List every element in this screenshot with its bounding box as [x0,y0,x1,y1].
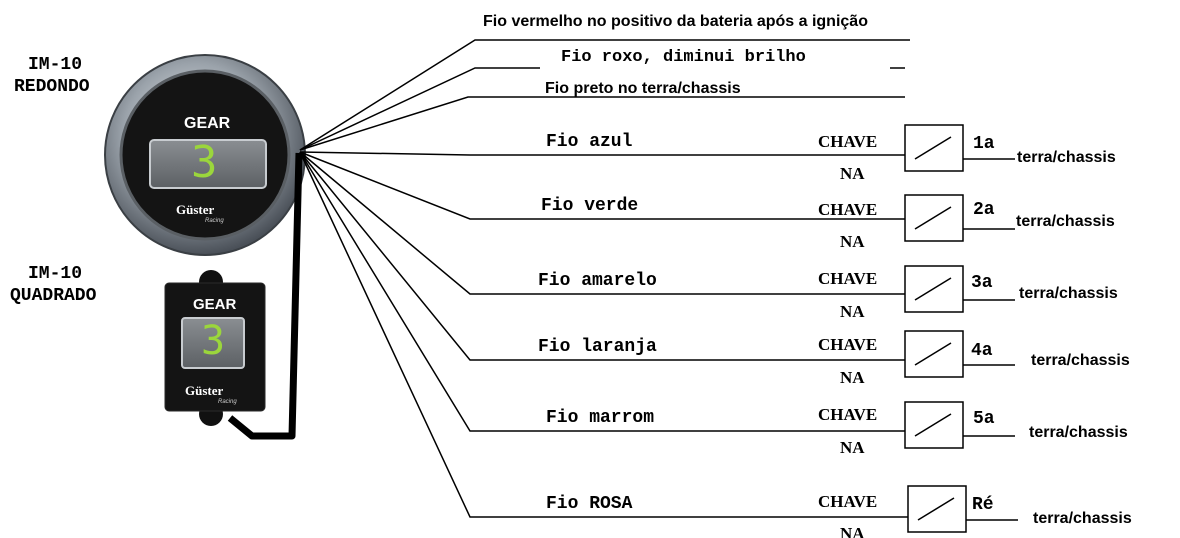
wire-label-gear-6: Fio ROSA [546,494,633,514]
switch-type-gear-4: NA [840,368,865,387]
ground-label-gear-5: terra/chassis [1029,424,1128,441]
square-gauge-brand-logo: Güster [185,383,224,398]
switch-label-gear-6: CHAVE [818,492,878,511]
round-gauge [104,54,306,256]
ground-label-gear-1: terra/chassis [1017,149,1116,166]
square-gauge-digit: 3 [201,318,226,364]
switch-contact-gear-1 [914,136,952,160]
switch-type-gear-5: NA [840,438,865,457]
switch-label-gear-2: CHAVE [818,200,878,219]
gear-label-gear-3: 3a [971,273,993,293]
wire-gear-2 [299,151,905,220]
wire-label-purple: Fio roxo, diminui brilho [561,48,806,67]
round-gauge-sub-brand: Racing [205,218,224,224]
switch-label-gear-5: CHAVE [818,405,878,424]
gear-label-gear-2: 2a [973,200,995,220]
wire-label-gear-5: Fio marrom [546,408,655,428]
gear-label-gear-1: 1a [973,134,995,154]
gear-label-gear-5: 5a [973,409,995,429]
switch-type-gear-6: NA [840,524,865,538]
switch-label-gear-4: CHAVE [818,335,878,354]
switch-type-gear-3: NA [840,302,865,321]
round-gauge-digit: 3 [191,137,218,188]
round-gauge-name: IM-10 [28,55,83,75]
switch-contact-gear-6 [917,497,955,521]
wire-gear-4 [299,151,905,361]
square-gauge-cable [227,152,303,440]
ground-label-gear-2: terra/chassis [1016,213,1115,230]
switch-contact-gear-5 [914,413,952,437]
ground-label-gear-4: terra/chassis [1031,352,1130,369]
round-gauge-display-label: GEAR [184,115,231,132]
switch-contact-gear-2 [914,206,952,230]
switch-label-gear-3: CHAVE [818,269,878,288]
gear-label-gear-6: Ré [972,495,994,515]
square-gauge-display-label: GEAR [193,296,237,313]
square-gauge [164,270,266,426]
switch-label-gear-1: CHAVE [818,132,878,151]
switch-box-gear-6 [907,485,967,533]
wire-gear-5 [299,151,905,432]
square-gauge-name: IM-10 [28,264,83,284]
wire-label-gear-4: Fio laranja [538,337,657,357]
wire-label-black: Fio preto no terra/chassis [545,80,741,97]
square-gauge-variant: QUADRADO [10,286,97,306]
switch-contact-gear-3 [914,277,952,301]
switch-box-gear-5 [904,401,964,449]
wire-label-gear-3: Fio amarelo [538,271,657,291]
wire-gear-6 [299,151,908,518]
wire-label-gear-2: Fio verde [541,196,639,216]
switch-type-gear-2: NA [840,232,865,251]
gear-wires [299,124,1018,533]
square-gauge-sub-brand: Racing [218,399,237,405]
switch-contact-gear-4 [914,342,952,366]
top-wires [299,39,910,151]
wire-gear-3 [299,151,905,295]
wire-label-gear-1: Fio azul [546,132,633,152]
ground-label-gear-3: terra/chassis [1019,285,1118,302]
wire-label-red: Fio vermelho no positivo da bateria após… [483,13,868,30]
switch-type-gear-1: NA [840,164,865,183]
ground-label-gear-6: terra/chassis [1033,510,1132,527]
gear-label-gear-4: 4a [971,341,993,361]
round-gauge-variant: REDONDO [14,77,90,97]
wire-gear-1 [299,151,905,156]
round-gauge-brand-logo: Güster [176,202,215,217]
